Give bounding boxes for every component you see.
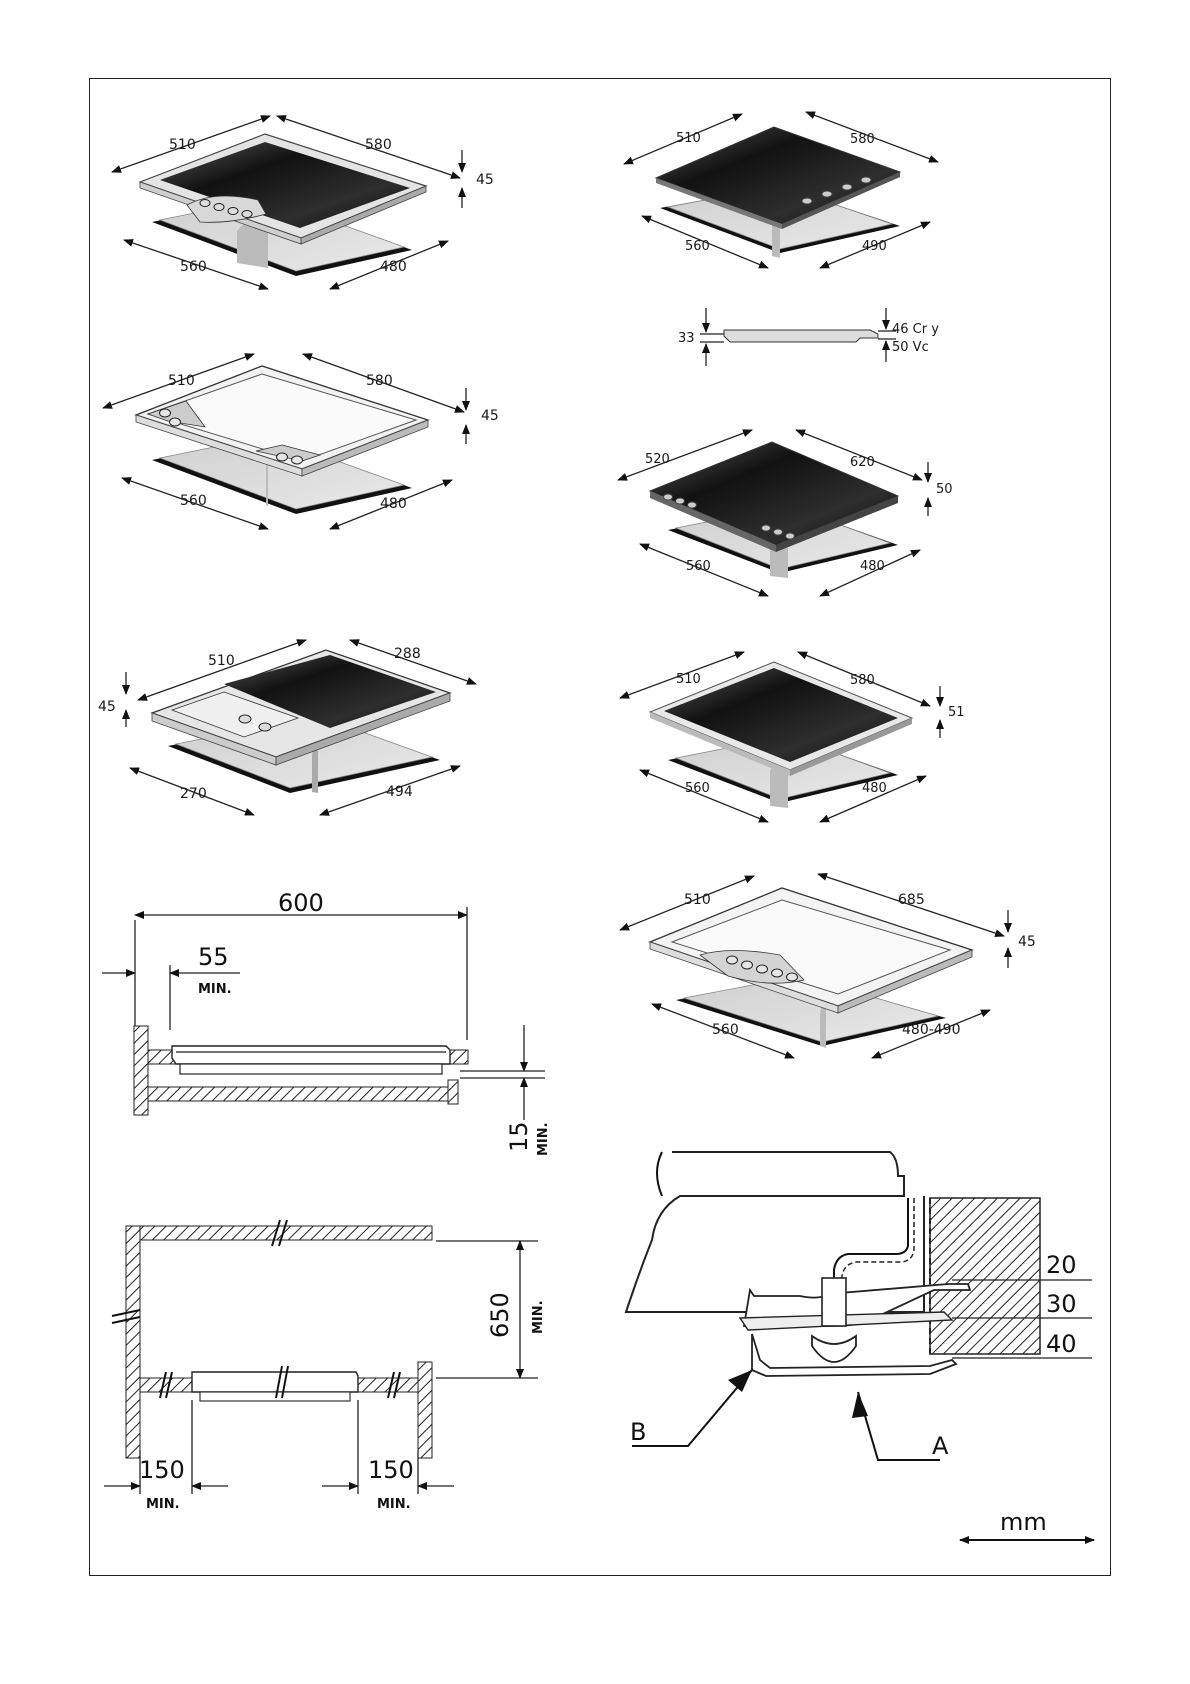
hob-6-width-label: 510 [676, 672, 701, 687]
hob-5-knobs [663, 493, 795, 540]
hob-2-width-label: 510 [168, 373, 195, 389]
hob-5-width-label: 520 [645, 452, 670, 467]
hob-3-knobs [238, 714, 272, 732]
hob-5-cutout-width-label: 560 [686, 559, 711, 574]
hob-6-height-label: 51 [948, 705, 965, 720]
hob-4-cutout-depth-label: 490 [862, 239, 887, 254]
section-1-gap-min-label: MIN. [198, 982, 232, 997]
profile-height-top-label: 46 Cr y [892, 322, 939, 337]
cross-section-cabinet-clearance: 650 MIN. 150 MIN. 150 MIN. [104, 1219, 546, 1512]
hob-1-ceramic-with-control-panel: 510 580 45 560 480 [111, 115, 494, 290]
hob-2-height-label: 45 [481, 408, 499, 424]
hob-3-depth-label: 288 [394, 646, 421, 662]
section-2-left-gap-label: 150 [139, 1456, 185, 1484]
clamp-label-b: B [630, 1418, 646, 1446]
section-2-height-min-label: MIN. [531, 1300, 546, 1334]
hob-1-knobs [199, 199, 253, 218]
section-1-clearance-min-label: MIN. [536, 1122, 551, 1156]
hob-7-depth-label: 685 [898, 892, 925, 908]
clamp-label-a: A [932, 1432, 949, 1460]
section-2-right-gap-label: 150 [368, 1456, 414, 1484]
hob-2-depth-label: 580 [366, 373, 393, 389]
hob-3-cutout-width-label: 270 [180, 786, 207, 802]
hob-3-width-label: 510 [208, 653, 235, 669]
units-indicator: mm [959, 1508, 1095, 1544]
hob-1-cutout-depth-label: 480 [380, 259, 407, 275]
hob-2-cutout-width-label: 560 [180, 493, 207, 509]
cross-section-worktop-clearance: 600 55 MIN. 15 MIN. [102, 889, 551, 1156]
hob-7-cutout-depth-label: 480-490 [902, 1022, 961, 1038]
hob-6-bevelled-glass-hob: 510 580 51 560 480 [619, 651, 965, 823]
hob-4-flush-glass-hob: 510 580 560 490 [623, 111, 939, 269]
section-2-right-min-label: MIN. [377, 1497, 411, 1512]
hob-7-cutout-width-label: 560 [712, 1022, 739, 1038]
hob-1-width-label: 510 [169, 137, 196, 153]
hob-thickness-profile: 33 46 Cr y 50 Vc [678, 308, 939, 366]
hob-3-domino-hob: 510 288 45 270 494 [98, 639, 477, 816]
section-2-height-label: 650 [486, 1292, 514, 1338]
hob-6-cutout-depth-label: 480 [862, 781, 887, 796]
break-marks [111, 1219, 401, 1399]
clamp-thickness-40-label: 40 [1046, 1330, 1077, 1358]
hob-3-height-label: 45 [98, 699, 116, 715]
hob-2-gas-hob: 510 580 45 560 480 [102, 353, 499, 530]
section-2-left-min-label: MIN. [146, 1497, 180, 1512]
hob-2-cutout-depth-label: 480 [380, 496, 407, 512]
hob-4-knobs [801, 176, 872, 205]
hob-6-depth-label: 580 [850, 673, 875, 688]
section-1-gap-label: 55 [198, 943, 229, 971]
hob-3-cutout-depth-label: 494 [386, 784, 413, 800]
hob-5-cutout-depth-label: 480 [860, 559, 885, 574]
hob-4-depth-label: 580 [850, 132, 875, 147]
profile-height-bottom-label: 50 Vc [892, 340, 929, 355]
hob-6-cutout-width-label: 560 [685, 781, 710, 796]
hob-7-knobs [726, 955, 798, 982]
hob-7-wide-gas-hob: 510 685 45 560 480-490 [619, 873, 1036, 1059]
hob-1-cutout-width-label: 560 [180, 259, 207, 275]
hob-4-cutout-width-label: 560 [685, 239, 710, 254]
profile-height-label: 33 [678, 331, 695, 346]
fixing-clamp-detail: 20 30 40 B A [624, 1151, 1092, 1461]
hob-7-height-label: 45 [1018, 934, 1036, 950]
page-frame [89, 78, 1111, 1576]
section-1-clearance-label: 15 [505, 1121, 533, 1152]
hob-5-glass-hob-with-corner-controls: 520 620 50 560 480 [617, 429, 953, 597]
hob-5-height-label: 50 [936, 482, 953, 497]
hob-7-width-label: 510 [684, 892, 711, 908]
hob-5-depth-label: 620 [850, 455, 875, 470]
hob-1-depth-label: 580 [365, 137, 392, 153]
units-label: mm [1000, 1508, 1047, 1536]
hob-4-width-label: 510 [676, 131, 701, 146]
hob-2-knobs [159, 408, 303, 465]
section-1-width-label: 600 [278, 889, 324, 917]
hob-1-height-label: 45 [476, 172, 494, 188]
clamp-thickness-30-label: 30 [1046, 1290, 1077, 1318]
clamp-thickness-20-label: 20 [1046, 1251, 1077, 1279]
